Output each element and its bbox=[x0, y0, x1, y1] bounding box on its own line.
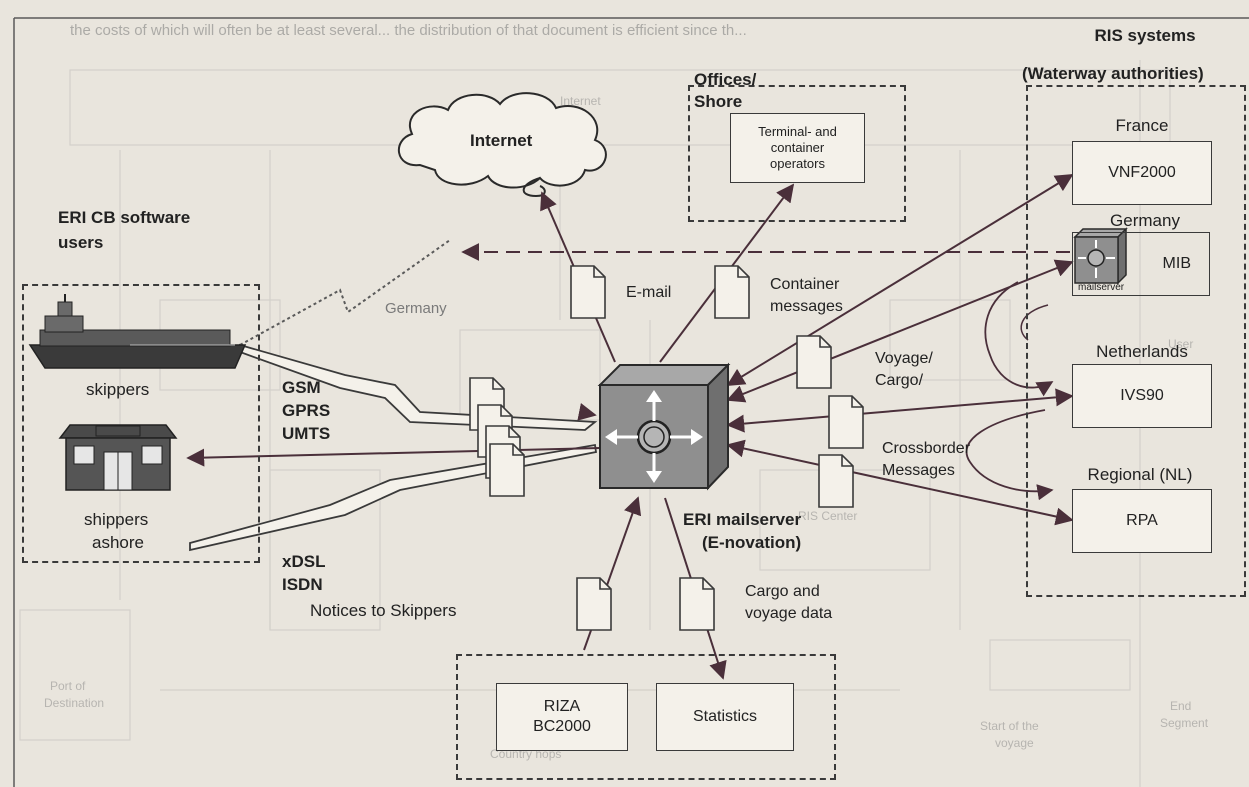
mailserver-icon-label: mailserver bbox=[1078, 282, 1124, 294]
skippers-label: skippers bbox=[86, 380, 149, 400]
netherlands-document-icon bbox=[829, 396, 863, 448]
faded-label-end: End bbox=[1170, 700, 1191, 714]
gsm-label: GSM bbox=[282, 378, 321, 398]
voyage-document-icon bbox=[797, 336, 831, 388]
messages-label: messages bbox=[770, 298, 843, 316]
cargo-data-label: Cargo and bbox=[745, 583, 820, 601]
mailserver-label: ERI mailserver bbox=[683, 510, 801, 530]
faded-label-start: Start of the bbox=[980, 720, 1039, 734]
email-label: E-mail bbox=[626, 284, 671, 302]
faded-label-internet: Internet bbox=[560, 95, 601, 109]
faded-label-port: Port of bbox=[50, 680, 85, 694]
riza-document-icon bbox=[577, 578, 611, 630]
ris-subtitle: (Waterway authorities) bbox=[1022, 64, 1204, 84]
cargo-label: Cargo/ bbox=[875, 372, 923, 390]
riza-bc2000-box[interactable]: RIZA BC2000 bbox=[496, 683, 628, 751]
eri-mailserver-cube-icon bbox=[600, 365, 728, 488]
germany-wireless-link-icon bbox=[240, 240, 450, 345]
arrow-netherlands bbox=[728, 396, 1072, 425]
crossborder-messages-label: Messages bbox=[882, 462, 955, 480]
dsl-document-icon bbox=[490, 444, 524, 496]
riza-line2: BC2000 bbox=[533, 717, 591, 737]
regional-label: Regional (NL) bbox=[1065, 465, 1215, 485]
voyage-data-label: voyage data bbox=[745, 605, 832, 623]
gprs-label: GPRS bbox=[282, 401, 330, 421]
isdn-label: ISDN bbox=[282, 575, 323, 595]
xdsl-label: xDSL bbox=[282, 552, 325, 572]
notices-label: Notices to Skippers bbox=[310, 601, 456, 621]
riza-line1: RIZA bbox=[544, 697, 580, 717]
umts-label: UMTS bbox=[282, 424, 330, 444]
netherlands-label: Netherlands bbox=[1072, 342, 1212, 362]
email-document-icon bbox=[571, 266, 605, 318]
internet-label: Internet bbox=[470, 131, 532, 151]
header-bleed-text: the costs of which will often be at leas… bbox=[70, 22, 747, 39]
germany-label: Germany bbox=[1085, 211, 1205, 231]
terminal-line3: operators bbox=[770, 156, 825, 172]
faded-label-segment: Segment bbox=[1160, 717, 1208, 731]
crossborder-label: Crossborder bbox=[882, 440, 970, 458]
users-title: ERI CB software bbox=[58, 208, 190, 228]
ivs90-system[interactable]: IVS90 bbox=[1072, 364, 1212, 428]
voyage-label: Voyage/ bbox=[875, 350, 933, 368]
faded-label-voyage: voyage bbox=[995, 737, 1034, 751]
rpa-system[interactable]: RPA bbox=[1072, 489, 1212, 553]
mib-label: MIB bbox=[1163, 255, 1191, 273]
cargo-document-icon bbox=[680, 578, 714, 630]
offices-subtitle: Shore bbox=[694, 92, 742, 112]
mailserver-provider-label: (E-novation) bbox=[702, 533, 801, 553]
offices-title: Offices/ bbox=[694, 70, 756, 90]
terminal-line2: container bbox=[771, 140, 824, 156]
faded-label-riscenter: RIS Center bbox=[798, 510, 857, 524]
vnf2000-system[interactable]: VNF2000 bbox=[1072, 141, 1212, 205]
ris-title: RIS systems bbox=[1090, 26, 1200, 46]
shippers-label: shippers bbox=[84, 510, 148, 530]
terminal-operators-box[interactable]: Terminal- and container operators bbox=[730, 113, 865, 183]
users-subtitle: users bbox=[58, 233, 103, 253]
faded-label-destination: Destination bbox=[44, 697, 104, 711]
statistics-box[interactable]: Statistics bbox=[656, 683, 794, 751]
ashore-label: ashore bbox=[92, 533, 144, 553]
france-label: France bbox=[1092, 116, 1192, 136]
crossborder-document-icon bbox=[819, 455, 853, 507]
terminal-line1: Terminal- and bbox=[758, 124, 837, 140]
container-document-icon bbox=[715, 266, 749, 318]
germany-link-label: Germany bbox=[385, 300, 447, 317]
container-label: Container bbox=[770, 276, 839, 294]
